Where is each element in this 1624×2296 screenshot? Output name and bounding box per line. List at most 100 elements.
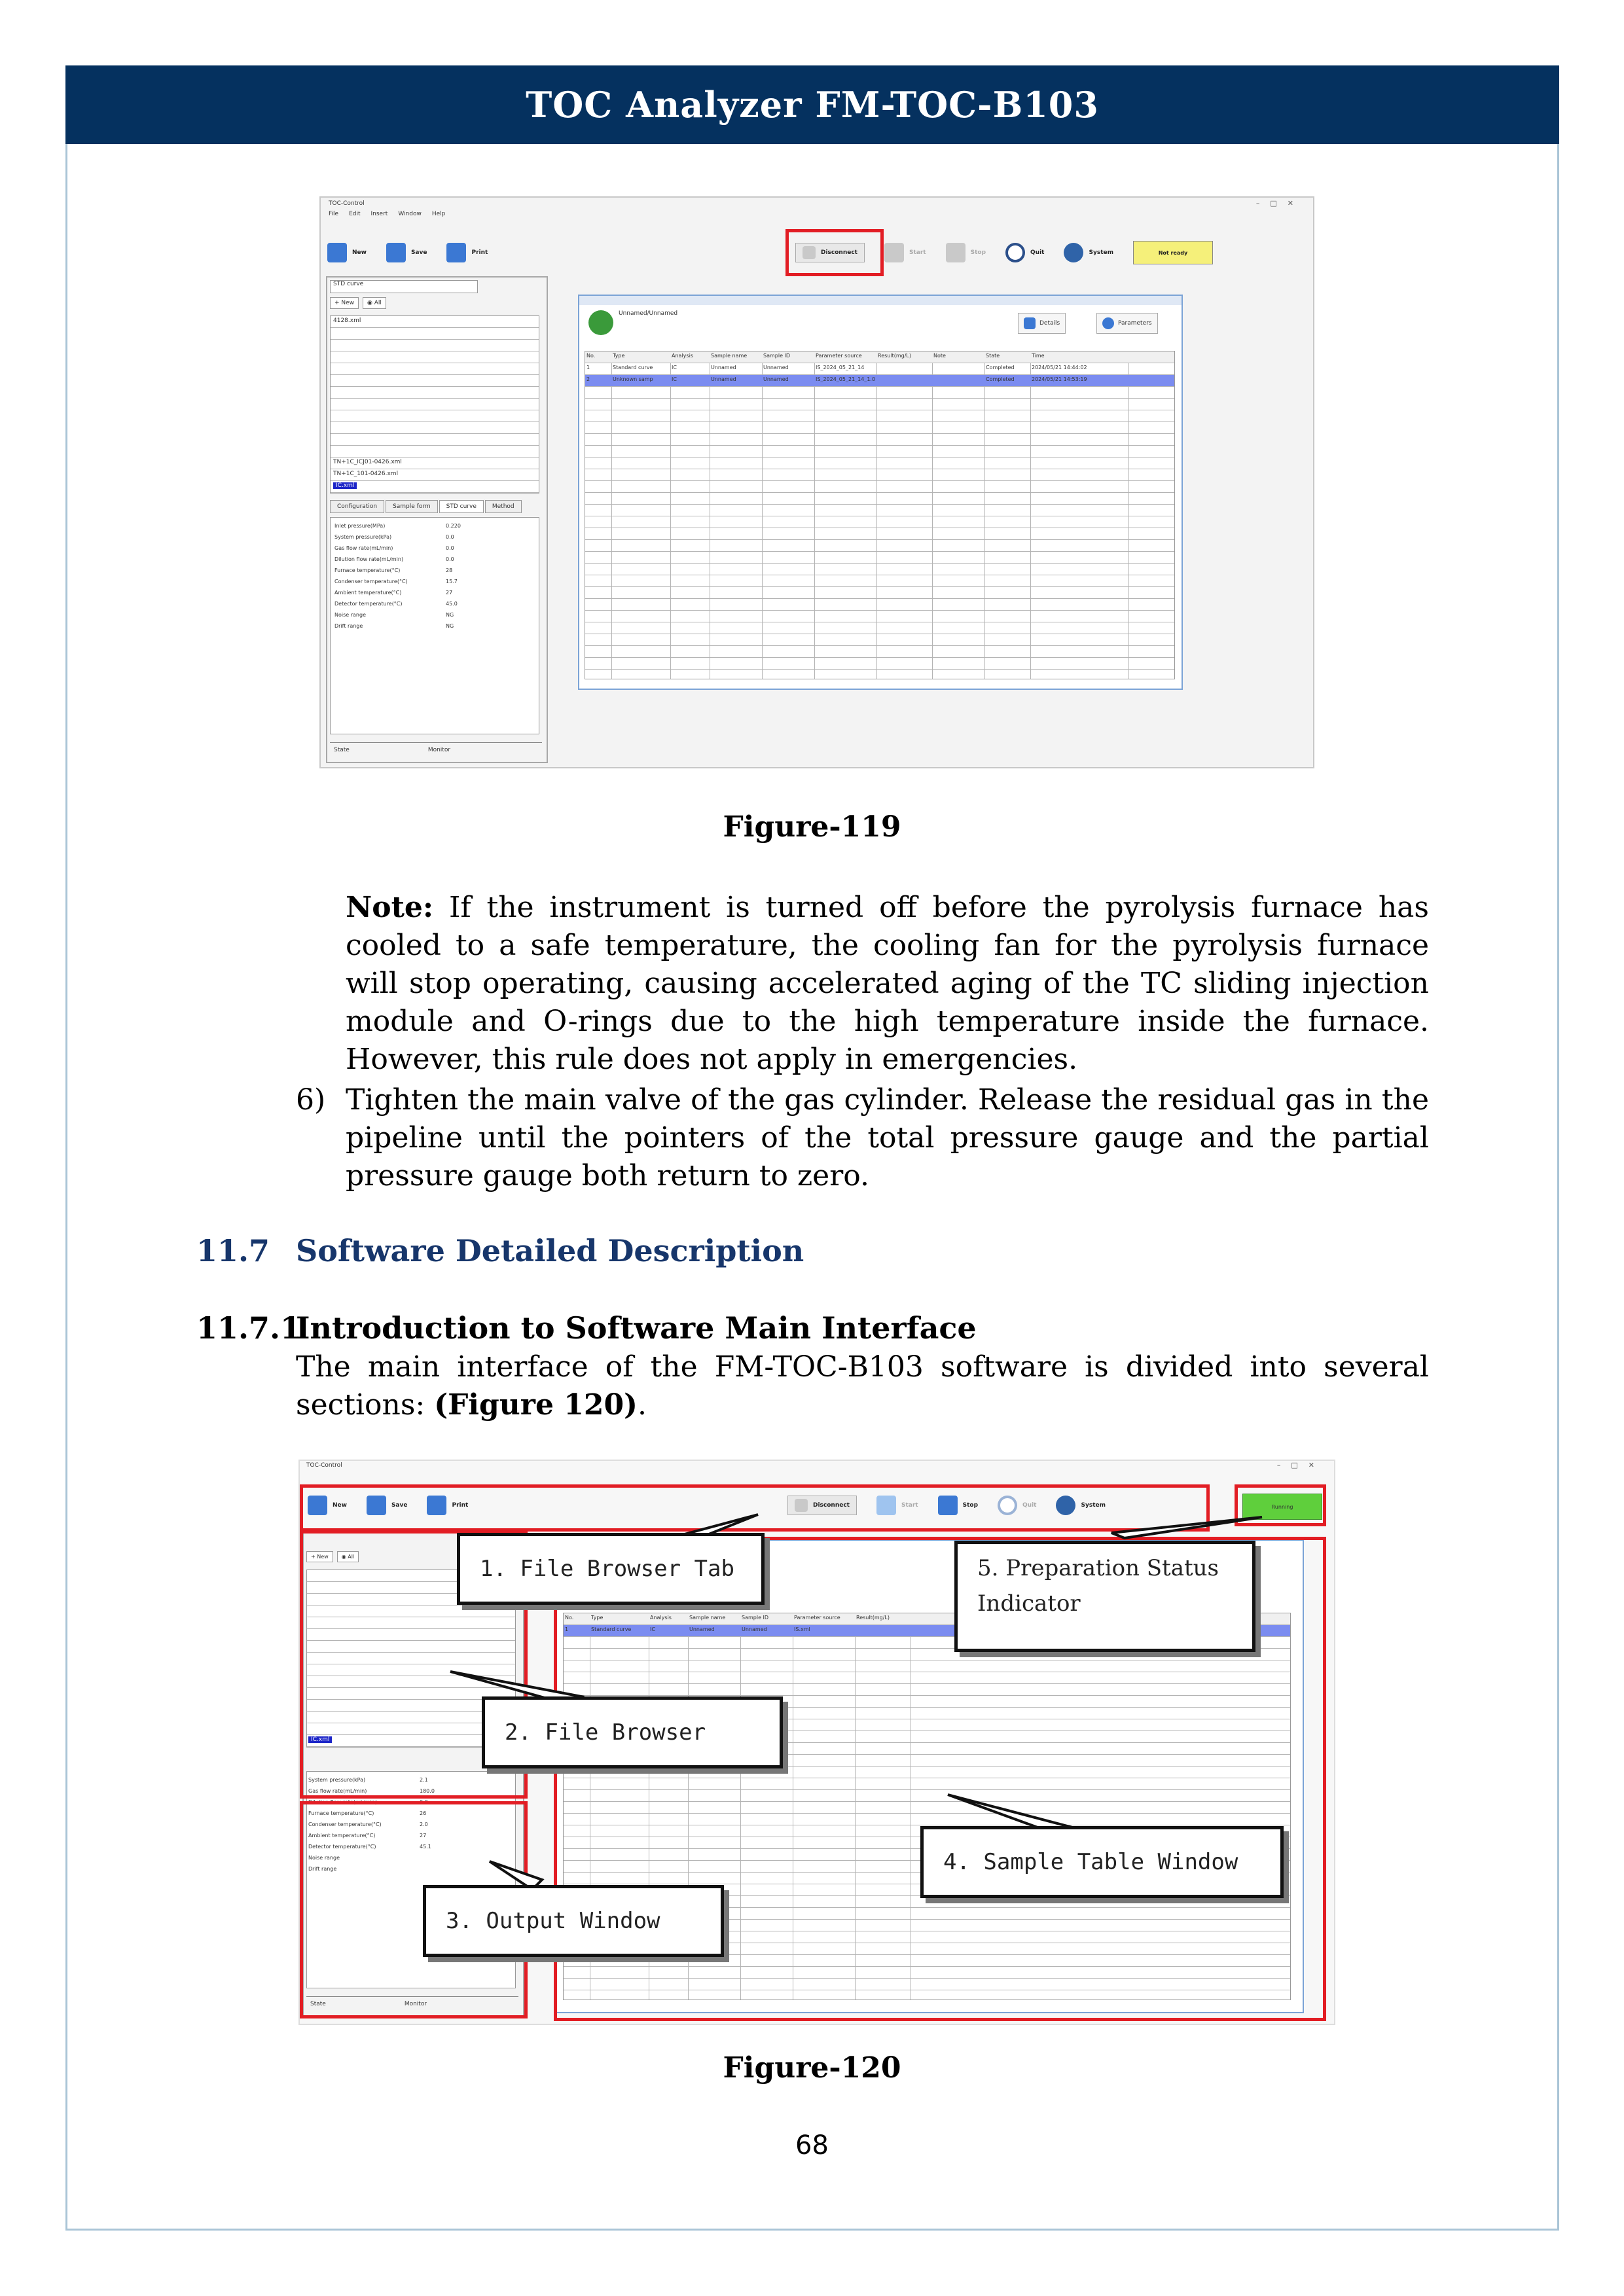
menu-insert[interactable]: Insert: [370, 211, 388, 217]
reading-row: Drift range: [308, 1863, 505, 1874]
table-cell: IS_2024_05_21_14_1.0000: [816, 376, 875, 382]
column-header[interactable]: Sample name: [689, 1615, 726, 1621]
tab-configuration[interactable]: Configuration: [330, 500, 385, 513]
table-cell: Unnamed: [763, 365, 789, 370]
subsection-number: 11.7.1: [196, 1310, 302, 1346]
file-item-selected[interactable]: IC.xml: [333, 482, 357, 489]
reading-value: 27: [446, 590, 453, 596]
table-cell: Unnamed: [742, 1626, 767, 1632]
reading-value: 45.0: [446, 601, 458, 607]
save-button[interactable]: Save: [366, 1496, 407, 1515]
status-bar: State Monitor: [330, 742, 542, 757]
file-all-button[interactable]: ◉ All: [336, 1551, 359, 1562]
column-header[interactable]: Note: [933, 353, 946, 359]
callout-3-pointer: [488, 1860, 545, 1892]
tab-method[interactable]: Method: [484, 500, 522, 513]
column-header[interactable]: Result(mg/L): [878, 353, 911, 359]
callout-sample-table-window: 4. Sample Table Window: [920, 1826, 1284, 1898]
stop-button[interactable]: Stop: [945, 243, 986, 262]
figure-119-caption: Figure-119: [723, 810, 901, 844]
file-new-button[interactable]: + New: [330, 297, 359, 309]
file-browser-panel: STD curve + New ◉ All 4128.xml TN+1C_ICJ…: [326, 276, 548, 763]
quit-button[interactable]: Quit: [1005, 243, 1044, 262]
save-button[interactable]: Save: [386, 243, 427, 262]
column-header[interactable]: Analysis: [672, 353, 693, 359]
file-browser-buttons: + New ◉ All: [330, 297, 386, 309]
note-paragraph: Note: If the instrument is turned off be…: [346, 889, 1429, 1079]
print-icon: [427, 1496, 447, 1515]
reading-label: Inlet pressure(MPa): [334, 523, 386, 529]
reading-label: Ambient temperature(°C): [308, 1833, 376, 1839]
column-header[interactable]: Type: [591, 1615, 604, 1621]
new-button[interactable]: New: [327, 243, 367, 262]
callout-preparation-status: 5. Preparation Status Indicator: [954, 1541, 1255, 1652]
start-button[interactable]: Start: [884, 243, 926, 262]
status-monitor: Monitor: [427, 747, 451, 753]
column-header[interactable]: Sample ID: [742, 1615, 769, 1621]
column-header[interactable]: Time: [1032, 353, 1045, 359]
reading-row: Detector temperature(°C)45.0: [334, 598, 531, 609]
reading-row: Inlet pressure(MPa)0.220: [334, 520, 531, 531]
column-header[interactable]: Sample ID: [763, 353, 791, 359]
sample-table-title: Unnamed/Unnamed: [619, 310, 678, 317]
new-file-icon: [308, 1496, 327, 1515]
parameters-icon: [1102, 317, 1114, 329]
table-cell: 2: [586, 376, 590, 382]
quit-button[interactable]: Quit: [998, 1496, 1036, 1515]
menu-file[interactable]: File: [329, 211, 339, 217]
column-header[interactable]: Sample name: [711, 353, 748, 359]
system-button[interactable]: System: [1056, 1496, 1106, 1515]
column-header[interactable]: Type: [613, 353, 625, 359]
system-button[interactable]: System: [1064, 243, 1113, 262]
column-header[interactable]: No.: [565, 1615, 574, 1621]
column-header[interactable]: Result(mg/L): [856, 1615, 890, 1621]
file-browser-tab[interactable]: STD curve: [330, 280, 478, 293]
reading-row: Gas flow rate(mL/min)180.0: [308, 1785, 505, 1797]
file-all-button[interactable]: ◉ All: [363, 297, 386, 309]
new-button[interactable]: New: [308, 1496, 347, 1515]
window-controls: –□✕: [1276, 1461, 1325, 1469]
tab-std-curve[interactable]: STD curve: [439, 500, 484, 513]
step-6-paragraph: Tighten the main valve of the gas cylind…: [346, 1083, 1429, 1193]
window-controls: –□✕: [1255, 199, 1304, 207]
reading-value: 26: [420, 1810, 427, 1816]
column-header[interactable]: Parameter source: [816, 353, 862, 359]
reading-label: Drift range: [334, 623, 363, 629]
reading-label: Dilution flow rate(mL/min): [334, 556, 404, 562]
print-button[interactable]: Print: [427, 1496, 468, 1515]
reading-label: System pressure(kPa): [334, 534, 392, 540]
file-item[interactable]: TN+1C_ICJ01-0426.xml: [333, 459, 402, 465]
sample-table: No. Type Analysis Sample name Sample ID Param…: [585, 351, 1175, 679]
callout-file-browser-tab: 1. File Browser Tab: [457, 1533, 765, 1605]
reading-row: System pressure(kPa)0.0: [334, 531, 531, 543]
parameters-button[interactable]: Parameters: [1096, 313, 1158, 334]
column-header[interactable]: Analysis: [650, 1615, 672, 1621]
file-item[interactable]: TN+1C_101-0426.xml: [333, 471, 399, 477]
table-cell: IC: [672, 365, 677, 370]
disconnect-button[interactable]: Disconnect: [787, 1496, 857, 1515]
play-icon: [876, 1496, 896, 1515]
start-button[interactable]: Start: [876, 1496, 918, 1515]
file-item-selected[interactable]: IC.xml: [308, 1736, 333, 1743]
menu-edit[interactable]: Edit: [349, 211, 361, 217]
menu-window[interactable]: Window: [398, 211, 422, 217]
reading-row: Noise range: [308, 1852, 505, 1863]
file-item[interactable]: 4128.xml: [333, 317, 361, 324]
column-header[interactable]: Parameter source: [794, 1615, 840, 1621]
tab-sample-form[interactable]: Sample form: [386, 500, 438, 513]
toolbar: New Save Print: [327, 236, 1303, 270]
new-file-icon: [327, 243, 347, 262]
table-cell: Unknown samp: [613, 376, 653, 382]
section-title: Software Detailed Description: [296, 1233, 804, 1268]
column-header[interactable]: State: [986, 353, 1000, 359]
disconnect-button[interactable]: Disconnect: [795, 243, 865, 262]
print-button[interactable]: Print: [446, 243, 488, 262]
file-new-button[interactable]: + New: [306, 1551, 333, 1562]
menu-help[interactable]: Help: [431, 211, 446, 217]
intro-text: The main interface of the FM-TOC-B103 so…: [296, 1350, 1429, 1422]
details-button[interactable]: Details: [1018, 313, 1066, 334]
column-header[interactable]: No.: [586, 353, 596, 359]
stop-button[interactable]: Stop: [937, 1496, 978, 1515]
